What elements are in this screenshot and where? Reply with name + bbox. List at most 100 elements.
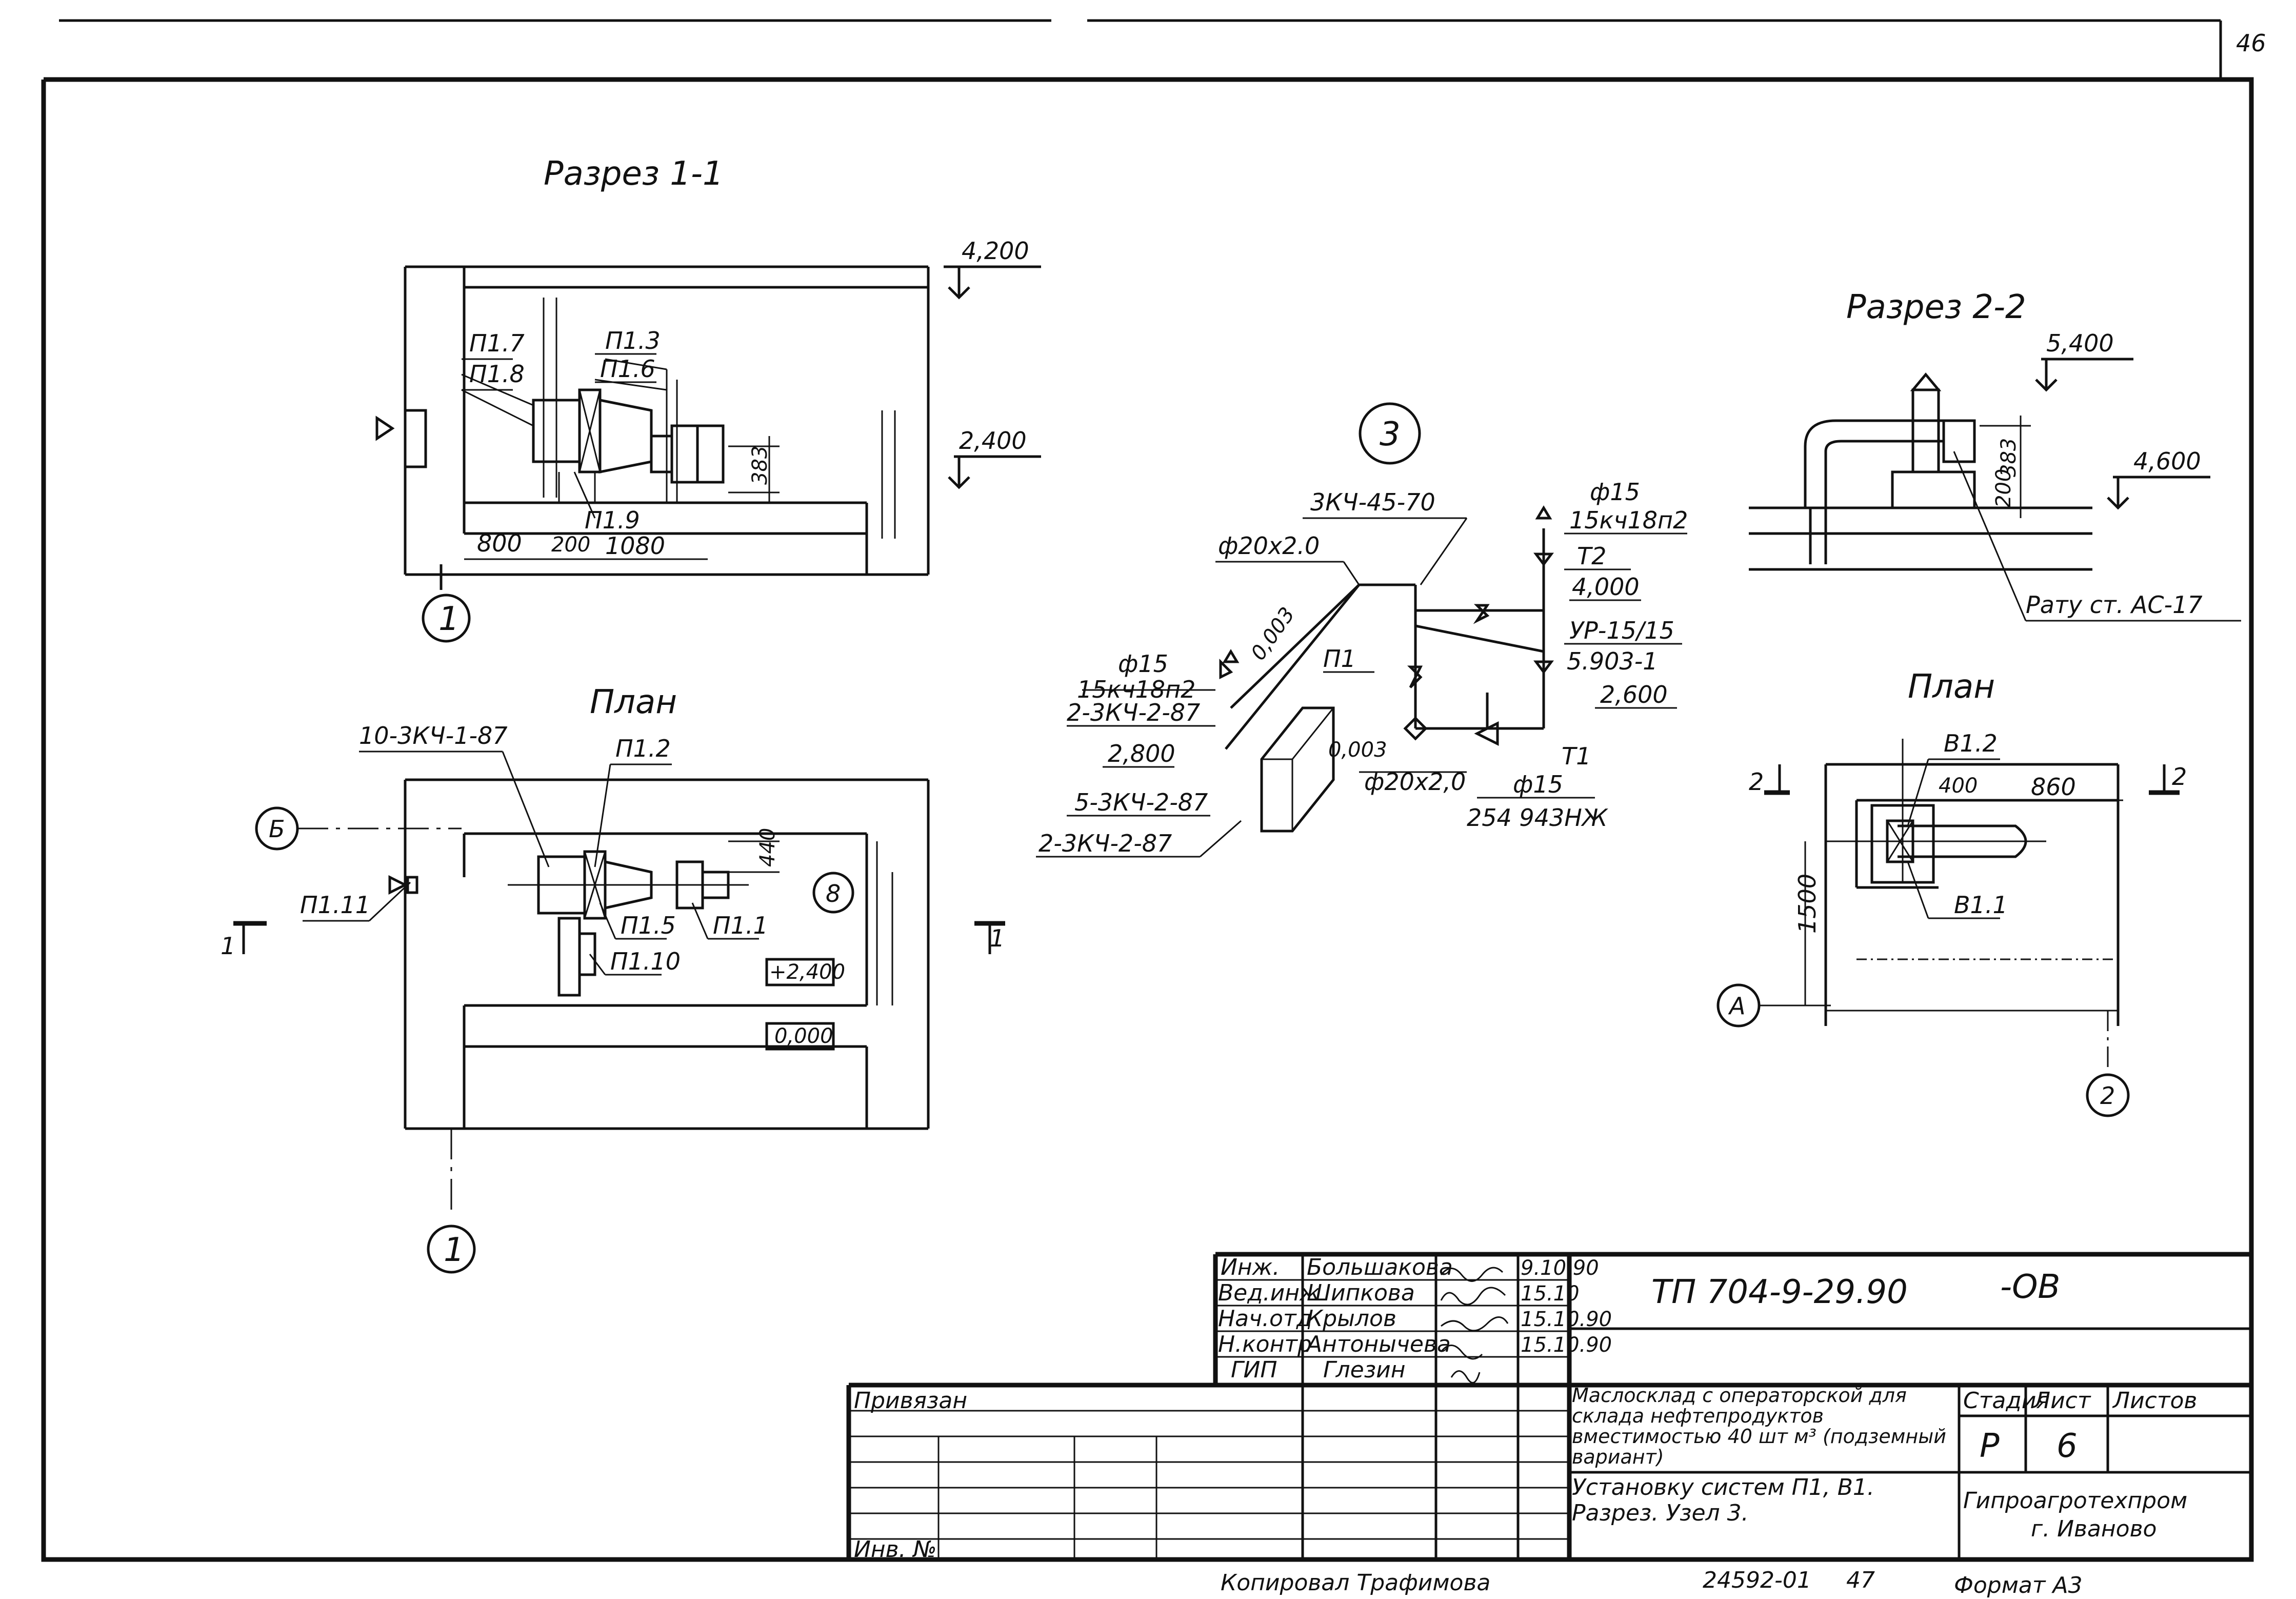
section-1-1: Разрез 1-1 xyxy=(375,155,1041,643)
label-v1-2: В1.2 xyxy=(1944,729,1998,757)
title-block: Инж. Большакова 9.10.90 Вед.инж Шипкова … xyxy=(846,1252,2251,1563)
tb-stage-label: Стадия xyxy=(1963,1388,2050,1414)
tb-role-0: Инж. xyxy=(1221,1254,1280,1280)
label-p1: П1 xyxy=(1323,645,1356,673)
label-2600: 2,600 xyxy=(1600,681,1668,708)
label-t2: Т2 xyxy=(1577,542,1606,570)
axis-1-plan: 1 xyxy=(444,1231,465,1269)
dim-383-a: 383 xyxy=(748,446,772,485)
elevation-5400: 5,400 xyxy=(2046,329,2114,357)
label-10-3kch: 10-3КЧ-1-87 xyxy=(359,722,508,749)
label-p1-3: П1.3 xyxy=(605,327,661,354)
axis-2: 2 xyxy=(2100,1082,2115,1110)
tb-doc-code: ТП 704-9-29.90 xyxy=(1651,1273,1908,1311)
tb-role-1: Вед.инж xyxy=(1218,1280,1320,1306)
label-p1-11: П1.11 xyxy=(300,891,370,919)
inventory-number: 24592-01 xyxy=(1703,1567,1811,1593)
label-p1-5: П1.5 xyxy=(621,912,676,939)
tb-sheet-name: Установку систем П1, В1. Разрез. Узел 3. xyxy=(1572,1475,1874,1526)
label-ur-15-15: УР-15/15 xyxy=(1569,617,1674,644)
tb-date-1: 15.10 xyxy=(1521,1282,1580,1306)
node-3-isometric: 3 3КЧ-45-70 ф20х2.0 ф15 15кч18п2 xyxy=(1036,402,1688,858)
label-15kch18p2-top: 15кч18п2 xyxy=(1569,506,1688,534)
tb-sheet-number: 6 xyxy=(2057,1427,2078,1465)
sheet-footer: Копировал Трафимова 24592-01 47 Формат А… xyxy=(1221,1567,2083,1598)
label-3kch-45-70: 3КЧ-45-70 xyxy=(1310,488,1435,516)
tb-date-3: 15.10.90 xyxy=(1521,1333,1612,1357)
label-p1-1: П1.1 xyxy=(713,912,768,939)
room-8: 8 xyxy=(826,880,841,907)
tb-date-2: 15.10.90 xyxy=(1521,1308,1612,1331)
tb-role-3: Н.контр xyxy=(1218,1331,1312,1357)
plan-left: План 10-3КЧ-1-87 xyxy=(221,683,1005,1274)
dim-440: 440 xyxy=(756,828,780,867)
dim-383-b: 383 xyxy=(1997,438,2021,477)
inventory-page: 47 xyxy=(1846,1567,1875,1593)
label-p1-6: П1.6 xyxy=(600,355,655,383)
axis-1-section: 1 xyxy=(438,600,460,638)
tb-name-2: Крылов xyxy=(1307,1306,1396,1332)
tb-doc-suffix: -ОВ xyxy=(2000,1268,2060,1306)
plan-right: План В1.2 В1.1 400 860 1500 2 2 xyxy=(1716,668,2187,1117)
sheet-frame: 46 xyxy=(41,19,2266,1562)
tb-role-4: ГИП xyxy=(1231,1357,1277,1383)
tb-city: г. Иваново xyxy=(2031,1516,2157,1542)
dim-200: 200 xyxy=(551,533,590,557)
tb-name-1: Шипкова xyxy=(1307,1280,1415,1306)
section-2-2: Разрез 2-2 5,400 4,600 383 200 Рату ст. … xyxy=(1749,288,2241,622)
dim-400: 400 xyxy=(1939,774,1978,798)
label-2-3kch-2-87-a: 2-3КЧ-2-87 xyxy=(1067,699,1200,726)
copier: Копировал Трафимова xyxy=(1221,1570,1490,1596)
dim-800: 800 xyxy=(477,529,522,557)
label-5-903-1: 5.903-1 xyxy=(1567,647,1658,675)
tb-date-0: 9.10.90 xyxy=(1521,1256,1599,1280)
label-f20x2-0-bottom: ф20х2,0 xyxy=(1364,768,1466,796)
label-f15-bottom: ф15 xyxy=(1513,771,1563,798)
cut-2-left: 2 xyxy=(1749,768,1764,796)
label-p1-8: П1.8 xyxy=(469,360,525,388)
tb-name-3: Антонычева xyxy=(1305,1331,1451,1357)
plan-right-title: План xyxy=(1908,668,1995,706)
label-15kch18p2-left: 15кч18п2 xyxy=(1077,676,1195,703)
level-plus-2400: +2,400 xyxy=(769,960,845,984)
cut-2-right: 2 xyxy=(2172,763,2187,791)
tb-name-4: Глезин xyxy=(1323,1357,1405,1383)
tb-bound: Привязан xyxy=(854,1388,967,1414)
level-0000: 0,000 xyxy=(774,1024,833,1048)
tb-stage: Р xyxy=(1980,1427,2000,1465)
cut-1-left: 1 xyxy=(221,932,235,960)
dim-200-b: 200 xyxy=(1992,469,2015,508)
label-0003-b: 0,003 xyxy=(1328,738,1387,762)
label-f15-top: ф15 xyxy=(1590,478,1640,506)
tb-inv: Инв. № xyxy=(854,1536,936,1563)
cut-1-right: 1 xyxy=(990,924,1005,952)
tb-role-2: Нач.отд xyxy=(1218,1306,1312,1332)
dim-860: 860 xyxy=(2031,773,2076,801)
format-label: Формат А3 xyxy=(1954,1572,2083,1598)
label-254943nzh: 254 943НЖ xyxy=(1467,804,1609,832)
label-p1-7: П1.7 xyxy=(469,329,525,357)
label-f20x2-0-top: ф20х2.0 xyxy=(1218,532,1320,560)
tb-project-name: Маслосклад с операторской для склада неф… xyxy=(1572,1385,1946,1468)
label-p1-10: П1.10 xyxy=(610,947,681,975)
label-f15-left: ф15 xyxy=(1118,650,1168,678)
node-3-title: 3 xyxy=(1380,416,1401,453)
label-4000: 4,000 xyxy=(1572,573,1640,601)
label-p1-9: П1.9 xyxy=(585,506,640,534)
label-t1: Т1 xyxy=(1562,742,1591,770)
dim-1500: 1500 xyxy=(1793,874,1821,934)
elevation-2400: 2,400 xyxy=(959,427,1027,455)
section-2-2-title: Разрез 2-2 xyxy=(1846,288,2026,326)
elevation-4200: 4,200 xyxy=(962,237,1029,265)
tb-sheet-label: Лист xyxy=(2032,1388,2091,1414)
page-number: 46 xyxy=(2236,29,2266,57)
callout-ratust: Рату ст. АС-17 xyxy=(2026,591,2203,619)
elevation-4600: 4,600 xyxy=(2133,447,2201,475)
section-1-1-title: Разрез 1-1 xyxy=(544,155,724,193)
tb-name-0: Большакова xyxy=(1307,1254,1453,1280)
label-p1-2: П1.2 xyxy=(615,735,671,762)
label-2800: 2,800 xyxy=(1108,740,1175,767)
dim-1080: 1080 xyxy=(605,532,665,560)
plan-left-title: План xyxy=(590,683,677,721)
